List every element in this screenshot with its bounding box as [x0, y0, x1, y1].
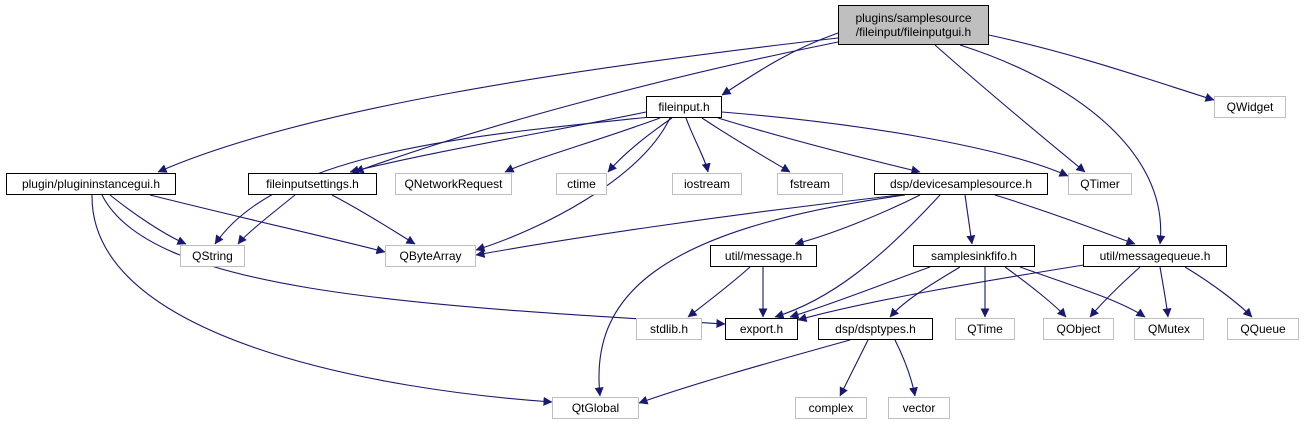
node-qtglobal[interactable]: QtGlobal	[552, 397, 639, 419]
node-devicesamplesource-h[interactable]: dsp/devicesamplesource.h	[874, 173, 1048, 195]
edge-dsptypes-to-complex	[839, 339, 869, 397]
node-fileinputsettings-h[interactable]: fileinputsettings.h	[248, 173, 377, 195]
edge-messagequeue-to-export	[797, 263, 1091, 323]
edge-dsptypes-to-qtglobal	[638, 339, 851, 405]
edge-messagequeue-to-qmutex	[1159, 266, 1172, 318]
edge-fileinput-to-qstring	[214, 116, 651, 245]
edge-devicesamplesource-to-samplesinkfifo	[964, 194, 976, 245]
node-label: util/message.h	[724, 249, 803, 263]
node-label: QTime	[967, 322, 1003, 336]
node-qbytearray[interactable]: QByteArray	[385, 245, 476, 267]
node-fileinputgui-h: plugins/samplesource /fileinput/fileinpu…	[838, 5, 989, 45]
edge-root-to-fileinput	[721, 32, 839, 96]
node-label: samplesinkfifo.h	[930, 249, 1018, 263]
node-label: QTimer	[1080, 177, 1120, 191]
node-label: QObject	[1056, 322, 1101, 336]
node-label: util/messagequeue.h	[1099, 249, 1211, 263]
node-label: ctime	[567, 177, 596, 191]
edge-fileinput-to-ctime	[607, 117, 673, 173]
node-ctime[interactable]: ctime	[556, 173, 607, 195]
edge-fileinput-to-qtimer	[721, 111, 1069, 177]
node-label: vector	[902, 401, 936, 415]
node-dsptypes-h[interactable]: dsp/dsptypes.h	[818, 318, 933, 340]
edge-fileinput-to-qbytearray	[475, 117, 671, 252]
node-label: QNetworkRequest	[404, 177, 503, 191]
node-label: QWidget	[1226, 100, 1274, 114]
edge-devicesamplesource-to-qtglobal	[594, 194, 906, 397]
node-qtimer[interactable]: QTimer	[1068, 173, 1132, 195]
node-label: complex	[808, 401, 854, 415]
edge-messagequeue-to-qobject	[1089, 266, 1141, 318]
node-messagequeue-h[interactable]: util/messagequeue.h	[1083, 245, 1227, 267]
node-qmutex[interactable]: QMutex	[1134, 318, 1204, 340]
node-fstream[interactable]: fstream	[777, 173, 843, 195]
edge-fileinput-to-qnetworkrequest	[504, 117, 661, 173]
edge-fileinputsettings-to-qbytearray	[331, 194, 416, 245]
node-vector[interactable]: vector	[888, 397, 950, 419]
node-label: iostream	[683, 177, 730, 191]
edge-root-to-qtimer	[934, 44, 1086, 173]
edge-devicesamplesource-to-export	[774, 194, 941, 319]
node-qqueue[interactable]: QQueue	[1227, 318, 1299, 340]
node-label: export.h	[739, 322, 784, 336]
edge-root-to-fileinputsettings	[354, 41, 839, 174]
node-root-line2: /fileinput/fileinputgui.h	[855, 25, 972, 39]
node-label: fileinput.h	[658, 100, 710, 114]
edge-samplesinkfifo-to-qobject	[1004, 266, 1067, 318]
edge-fileinput-to-fileinputsettings	[349, 111, 647, 175]
node-iostream[interactable]: iostream	[672, 173, 742, 195]
node-label: QByteArray	[399, 249, 462, 263]
edge-devicesamplesource-to-qbytearray	[475, 194, 901, 258]
node-qobject[interactable]: QObject	[1043, 318, 1114, 340]
edge-root-to-messagequeue	[959, 44, 1166, 245]
edge-devicesamplesource-to-messagequeue	[994, 194, 1136, 246]
node-label: QString	[192, 249, 233, 263]
edge-messagequeue-to-qqueue	[1184, 266, 1253, 318]
edge-root-to-qwidget	[988, 34, 1215, 102]
edge-fileinput-to-iostream	[685, 117, 711, 173]
edge-fileinputsettings-to-qstring	[237, 194, 296, 245]
node-plugininstancegui-h[interactable]: plugin/plugininstancegui.h	[6, 173, 176, 195]
edge-fileinput-to-devicesamplesource	[717, 117, 921, 175]
node-message-h[interactable]: util/message.h	[710, 245, 817, 267]
node-complex[interactable]: complex	[795, 397, 867, 419]
node-label: QQueue	[1240, 322, 1286, 336]
edge-samplesinkfifo-to-dsptypes	[889, 266, 961, 318]
edge-plugininstancegui-to-qstring	[109, 194, 187, 245]
node-label: QMutex	[1147, 322, 1190, 336]
edge-plugininstancegui-to-qbytearray	[149, 194, 386, 255]
edge-plugininstancegui-to-export	[101, 194, 726, 328]
dependency-edges	[91, 32, 1253, 406]
node-qnetworkrequest[interactable]: QNetworkRequest	[395, 173, 512, 195]
node-samplesinkfifo-h[interactable]: samplesinkfifo.h	[913, 245, 1035, 267]
node-label: QtGlobal	[571, 401, 620, 415]
edge-devicesamplesource-to-message	[794, 194, 921, 247]
node-root-line1: plugins/samplesource	[855, 11, 972, 25]
node-qstring[interactable]: QString	[180, 245, 245, 267]
node-label: dsp/dsptypes.h	[835, 322, 916, 336]
node-qwidget[interactable]: QWidget	[1214, 96, 1286, 118]
edge-fileinput-to-fstream	[701, 117, 791, 173]
node-stdlib-h[interactable]: stdlib.h	[636, 318, 702, 340]
edge-plugininstancegui-to-qtglobal	[91, 194, 553, 406]
edge-root-to-plugininstancegui	[157, 37, 839, 173]
node-label: dsp/devicesamplesource.h	[889, 177, 1033, 191]
edge-message-to-stdlib	[687, 266, 751, 318]
node-label: fileinputsettings.h	[266, 177, 359, 191]
node-fileinput-h[interactable]: fileinput.h	[646, 96, 722, 118]
node-qtime[interactable]: QTime	[955, 318, 1015, 340]
edge-samplesinkfifo-to-export	[789, 266, 931, 319]
node-label: fstream	[789, 177, 830, 191]
node-label: plugin/plugininstancegui.h	[21, 177, 161, 191]
edge-dsptypes-to-vector	[894, 339, 918, 397]
node-export-h[interactable]: export.h	[725, 318, 798, 340]
node-label: stdlib.h	[649, 322, 689, 336]
